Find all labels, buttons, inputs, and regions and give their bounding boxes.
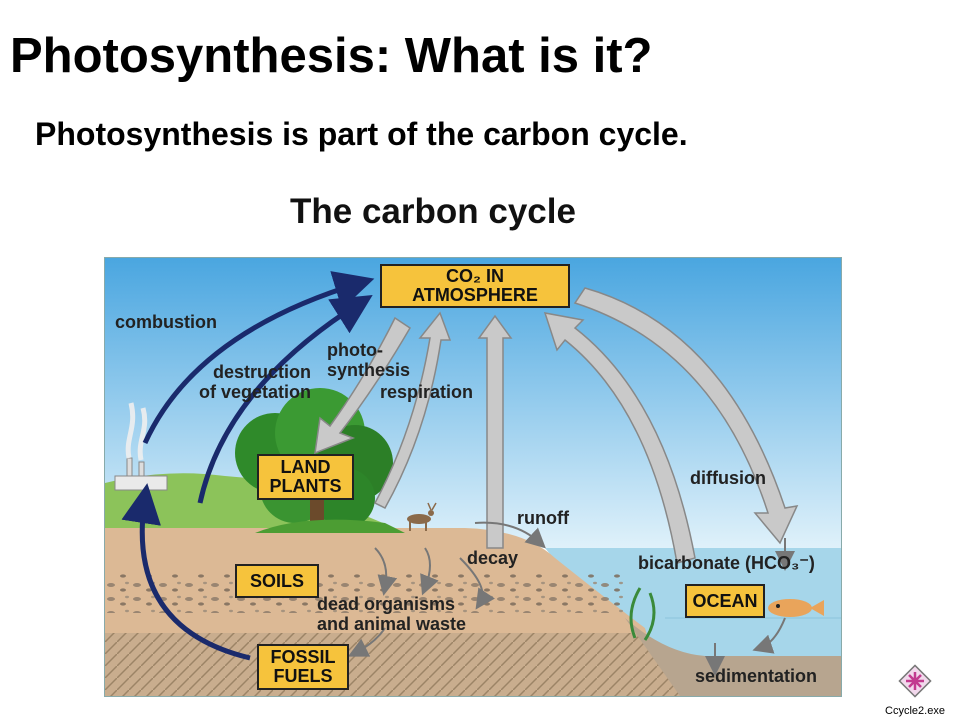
diffusion-up-arrow bbox=[543, 312, 696, 564]
gray-arrows bbox=[314, 287, 799, 564]
photosynthesis-label: photo- synthesis bbox=[327, 340, 411, 380]
combustion-label: combustion bbox=[115, 312, 217, 332]
destruction-label: destruction of vegetation bbox=[199, 362, 312, 402]
shortcut-launcher[interactable]: Ccycle2.exe bbox=[880, 664, 950, 717]
seafloor bbox=[625, 618, 841, 696]
destruction-arrow bbox=[197, 295, 373, 504]
fish bbox=[768, 599, 824, 617]
respiration-label: respiration bbox=[380, 382, 474, 402]
shortcut-caption[interactable]: Ccycle2.exe bbox=[885, 705, 945, 717]
thin-arrows bbox=[347, 521, 795, 676]
ocean-box: OCEAN bbox=[685, 584, 765, 618]
dead-organisms-label: dead organisms and animal waste bbox=[317, 594, 467, 634]
runoff-arrow bbox=[474, 521, 546, 549]
soils-box: SOILS bbox=[235, 564, 319, 598]
slide-subtitle: Photosynthesis is part of the carbon cyc… bbox=[35, 116, 688, 152]
seaweed bbox=[629, 587, 656, 641]
land-plants-box: LAND PLANTS bbox=[257, 454, 354, 500]
co2-atmosphere-box: CO₂ IN ATMOSPHERE bbox=[380, 264, 570, 308]
carbon-cycle-diagram: CO₂ IN ATMOSPHERE LAND PLANTS SOILS FOSS… bbox=[104, 257, 842, 697]
decay-arrow bbox=[477, 314, 513, 549]
diffusion-down-arrow bbox=[573, 287, 799, 545]
dark-arrows bbox=[121, 271, 375, 661]
diagram-title: The carbon cycle bbox=[290, 192, 576, 231]
decay-label: decay bbox=[467, 548, 519, 568]
diffusion-label: diffusion bbox=[690, 468, 766, 488]
slide-title: Photosynthesis: What is it? bbox=[10, 29, 653, 83]
combustion-arrow bbox=[142, 271, 375, 445]
sedimentation-label: sedimentation bbox=[695, 666, 818, 686]
fossil-to-atmosphere-arrow bbox=[121, 483, 251, 661]
cycle-shortcut-icon[interactable] bbox=[898, 664, 932, 698]
respiration-arrow bbox=[373, 311, 452, 509]
bicarbonate-label: bicarbonate (HCO₃⁻) bbox=[638, 553, 815, 573]
runoff-label: runoff bbox=[517, 508, 569, 528]
photosynthesis-arrow bbox=[314, 316, 412, 455]
deer bbox=[407, 502, 437, 531]
fossil-fuels-box: FOSSIL FUELS bbox=[257, 644, 349, 690]
